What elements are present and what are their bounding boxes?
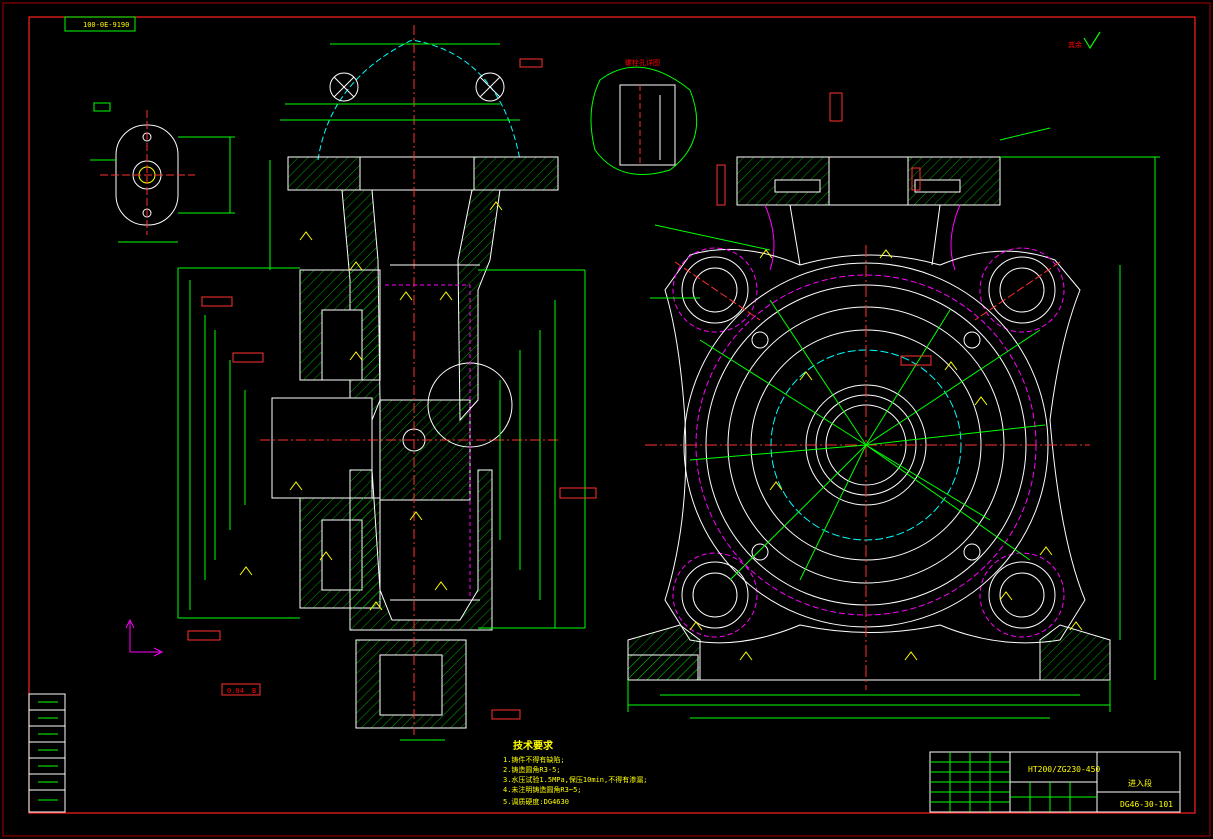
title-block-drawing-number: DG46-30-101: [1120, 800, 1173, 809]
tech-notes-title: 技术要求: [513, 739, 554, 752]
revision-strip: [28, 693, 66, 813]
geometric-tolerance-frame: 0.04: [227, 687, 244, 695]
tech-note-line: 2.铸造圆角R3-5;: [503, 765, 561, 774]
roughness-label: 其余: [1068, 40, 1082, 49]
tech-note-line: 1.铸件不得有缺陷;: [503, 755, 565, 764]
drawing-number-tag: 100-0E-9190: [64, 16, 136, 32]
tech-note-line: 5.调质硬度:DG4630: [503, 797, 569, 806]
ucs-axis-icon: [125, 618, 164, 657]
title-block-part-name: 进入段: [1128, 778, 1152, 788]
detail-view-label: 螺栓孔详图: [625, 58, 660, 67]
bolt-hole-detail-view: 螺栓孔详图: [590, 58, 698, 175]
surface-roughness-symbol: 其余: [1068, 31, 1101, 50]
title-block-material: HT200/ZG230-450: [1028, 765, 1100, 774]
section-view-left: 0.04 B: [177, 25, 597, 741]
sheet-border-inner: [28, 16, 1196, 814]
datum-reference: B: [252, 687, 256, 695]
oval-flange-view: [90, 102, 235, 243]
tech-note-line: 3.水压试验1.5MPa,保压10min,不得有渗漏;: [503, 775, 647, 784]
tech-note-line: 4.未注明铸造圆角R3~5;: [503, 785, 582, 794]
drawing-number-tag-text: 100-0E-9190: [83, 21, 129, 29]
front-view-right: [627, 92, 1160, 719]
title-block: [929, 751, 1181, 813]
technical-requirements: 技术要求 1.铸件不得有缺陷; 2.铸造圆角R3-5; 3.水压试验1.5MPa…: [503, 739, 647, 806]
